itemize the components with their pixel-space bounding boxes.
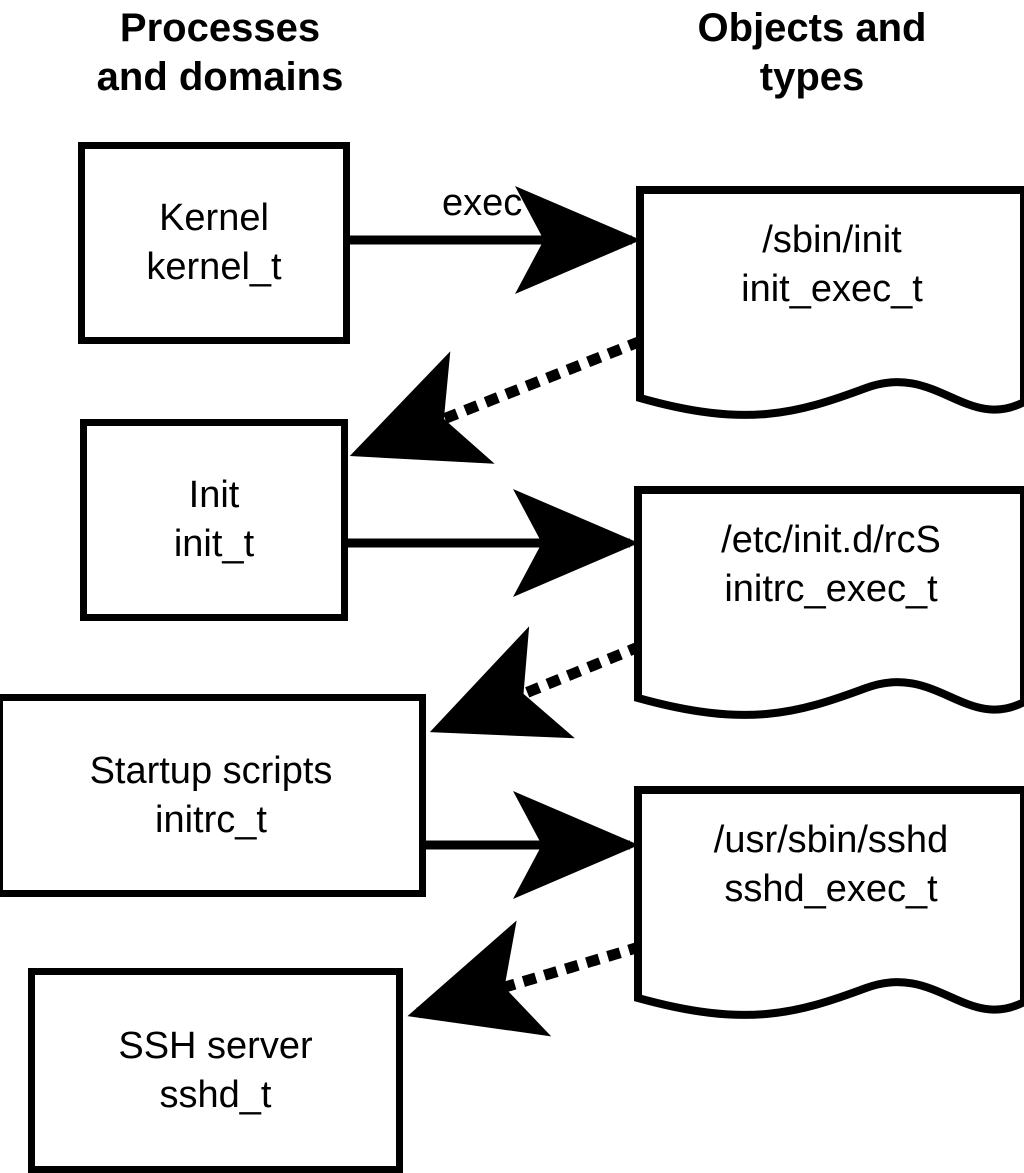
object-doc-init-exec[interactable]: [636, 186, 1024, 432]
process-box-initrc[interactable]: Startup scripts initrc_t: [0, 694, 426, 897]
process-type-init: init_t: [173, 523, 255, 565]
edge-label-exec: exec: [442, 182, 523, 224]
edge-sshd-exec-to-sshd: [407, 920, 643, 1037]
process-box-init[interactable]: Init init_t: [80, 419, 348, 621]
object-doc-initrc-exec[interactable]: [634, 486, 1024, 732]
process-type-sshd: sshd_t: [159, 1073, 272, 1116]
process-title-init: Init: [188, 474, 240, 517]
column-header-objects: Objects and types: [697, 6, 927, 99]
process-box-sshd[interactable]: SSH server sshd_t: [28, 968, 403, 1173]
column-header-processes: Processes and domains: [96, 6, 344, 99]
process-type-kernel: kernel_t: [146, 246, 282, 288]
edge-init-exec-to-init: [349, 335, 644, 464]
process-title-sshd: SSH server: [118, 1024, 313, 1067]
object-doc-sshd-exec[interactable]: [634, 786, 1024, 1032]
process-type-initrc: initrc_t: [155, 798, 267, 841]
edge-initrc-exec-to-initrc: [429, 626, 644, 739]
process-box-kernel[interactable]: Kernel kernel_t: [78, 142, 350, 344]
process-title-initrc: Startup scripts: [89, 749, 333, 792]
process-title-kernel: Kernel: [159, 197, 269, 240]
